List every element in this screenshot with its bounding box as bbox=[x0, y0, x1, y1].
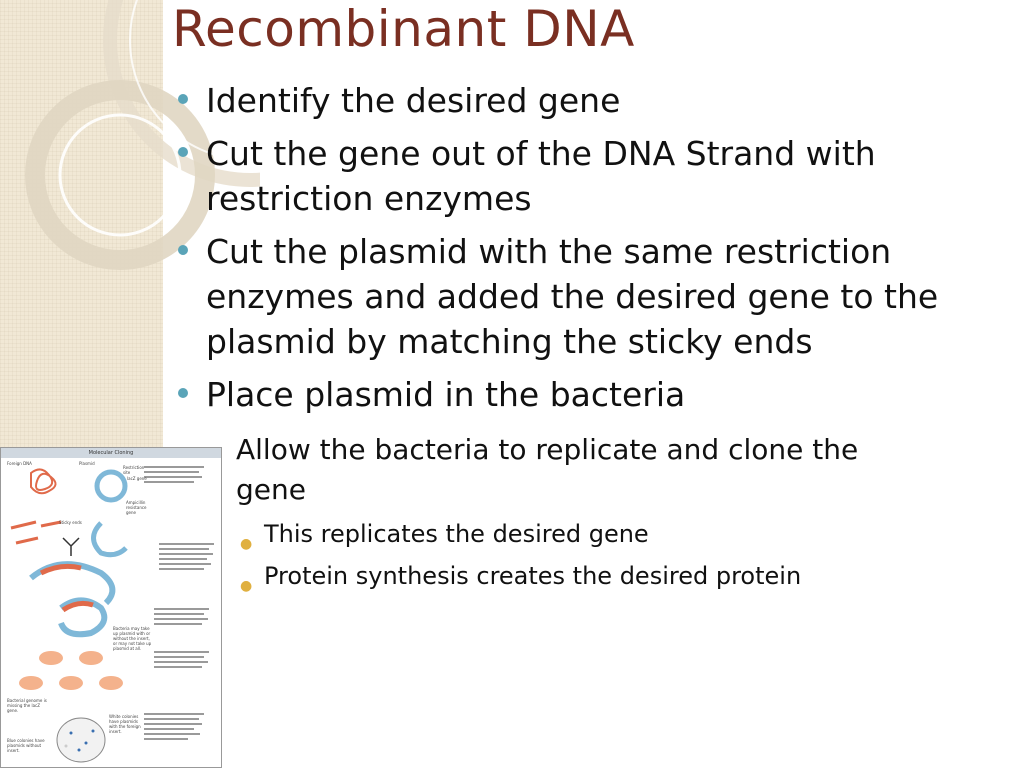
bullet-item: Identify the desired gene bbox=[178, 78, 988, 123]
molecular-cloning-figure: Molecular Cloning bbox=[0, 447, 222, 768]
decorative-rings bbox=[25, 0, 260, 270]
cloning-diagram bbox=[10, 466, 214, 763]
sub-sub-bullet-text: This replicates the desired gene bbox=[264, 520, 649, 548]
bullet-dot-icon bbox=[178, 94, 188, 104]
foreign-dna-label: Foreign DNA bbox=[7, 461, 32, 466]
bullet-dot-icon bbox=[178, 245, 188, 255]
white-colonies-label: White colonies have plasmids with the fo… bbox=[109, 714, 141, 734]
bullet-text: Identify the desired gene bbox=[206, 81, 621, 120]
small-bullet-icon: ● bbox=[240, 536, 253, 552]
sub-sub-bullet: ● This replicates the desired gene bbox=[240, 518, 964, 552]
plasmid-label: Plasmid bbox=[79, 461, 95, 466]
bullet-item: Cut the plasmid with the same restrictio… bbox=[178, 229, 988, 364]
bullet-list: Identify the desired gene Cut the gene o… bbox=[178, 78, 988, 425]
bullet-text: Place plasmid in the bacteria bbox=[206, 375, 686, 414]
bullet-text: Cut the gene out of the DNA Strand with … bbox=[206, 134, 876, 218]
sub-bullet: Allow the bacteria to replicate and clon… bbox=[236, 433, 859, 506]
blue-colonies-label: Blue colonies have plasmids without inse… bbox=[7, 738, 45, 753]
bacteria-label: Bacteria may take up plasmid with or wit… bbox=[113, 626, 152, 651]
sticky-ends-label: Sticky ends bbox=[59, 520, 82, 525]
bullet-dot-icon bbox=[178, 388, 188, 398]
sub-sub-bullet-text: Protein synthesis creates the desired pr… bbox=[264, 562, 802, 590]
figure-title: Molecular Cloning bbox=[1, 448, 221, 458]
bullet-text: Cut the plasmid with the same restrictio… bbox=[206, 232, 939, 361]
slide-title: Recombinant DNA bbox=[172, 0, 635, 58]
restriction-site-label: Restriction site bbox=[123, 465, 145, 475]
bullet-item: Cut the gene out of the DNA Strand with … bbox=[178, 131, 988, 221]
bullet-dot-icon bbox=[178, 147, 188, 157]
small-bullet-icon: ● bbox=[240, 578, 253, 594]
ampicillin-label: Ampicillin resistance gene bbox=[126, 500, 147, 515]
lacz-gene-label: lacZ gene bbox=[127, 476, 147, 481]
sub-sub-bullet: ● Protein synthesis creates the desired … bbox=[240, 560, 964, 594]
bullet-item: Place plasmid in the bacteria bbox=[178, 372, 988, 417]
bacterial-genome-label: Bacterial genome is missing the lacZ gen… bbox=[7, 698, 47, 713]
